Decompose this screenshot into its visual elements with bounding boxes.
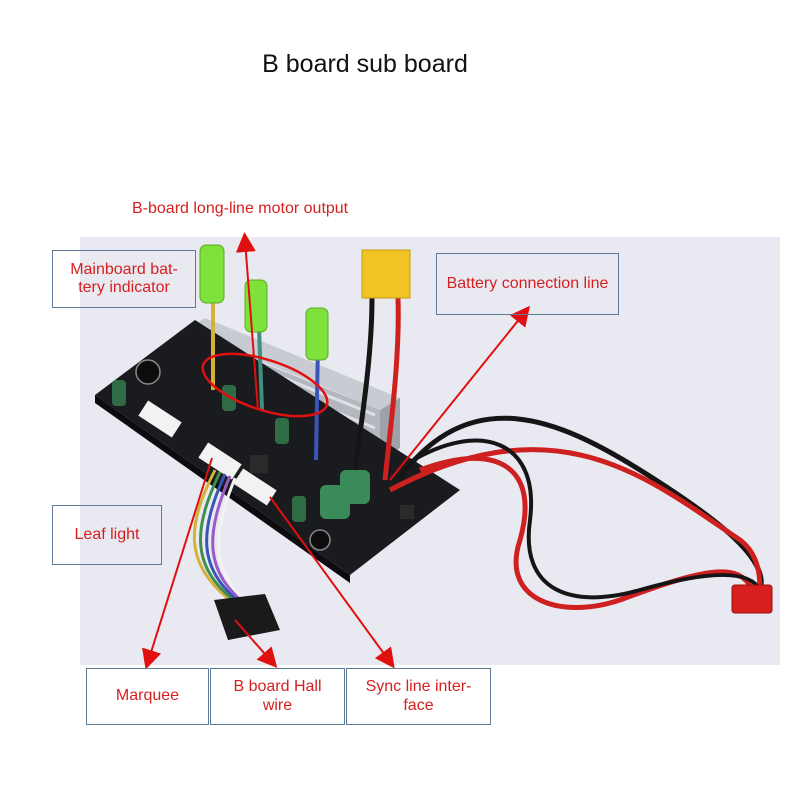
label-hall-wire: B board Hall wire xyxy=(210,668,345,725)
annotation-arrows xyxy=(142,232,531,670)
chip-2 xyxy=(400,505,414,519)
arrow-hall-wire xyxy=(234,619,278,669)
arrow-battery-line xyxy=(389,305,531,481)
connector-white-1 xyxy=(138,400,182,438)
chip xyxy=(250,455,268,473)
large-capacitor xyxy=(340,470,370,504)
label-marquee: Marquee xyxy=(86,668,209,725)
arrow-motor-output xyxy=(235,232,259,411)
label-motor-output: B-board long-line motor output xyxy=(132,200,349,217)
capacitor xyxy=(275,418,289,444)
circuit-board xyxy=(95,320,460,583)
capacitor xyxy=(292,496,306,522)
buzzer xyxy=(135,359,161,385)
label-battery-line: Battery connection line xyxy=(436,253,619,315)
capacitor xyxy=(222,385,236,411)
connector-white-2 xyxy=(198,442,242,480)
arrow-sync-line xyxy=(269,496,395,669)
connector-white-3 xyxy=(233,468,277,506)
motor-output-wires xyxy=(199,244,329,461)
label-battery-indicator: Mainboard bat- tery indicator xyxy=(52,250,196,308)
buzzer-2 xyxy=(309,529,331,551)
arrow-marquee xyxy=(142,457,213,670)
led-green-1 xyxy=(199,244,225,304)
hall-connector xyxy=(214,594,280,640)
capacitor xyxy=(112,380,126,406)
diagram-title: B board sub board xyxy=(262,50,468,78)
battery-cable xyxy=(352,249,773,614)
t-plug-connector xyxy=(731,584,773,614)
hall-wire-bundle xyxy=(192,469,280,640)
xt60-connector xyxy=(361,249,411,299)
led-green-3 xyxy=(305,307,329,361)
label-leaf-light: Leaf light xyxy=(52,505,162,565)
label-sync-line: Sync line inter- face xyxy=(346,668,491,725)
